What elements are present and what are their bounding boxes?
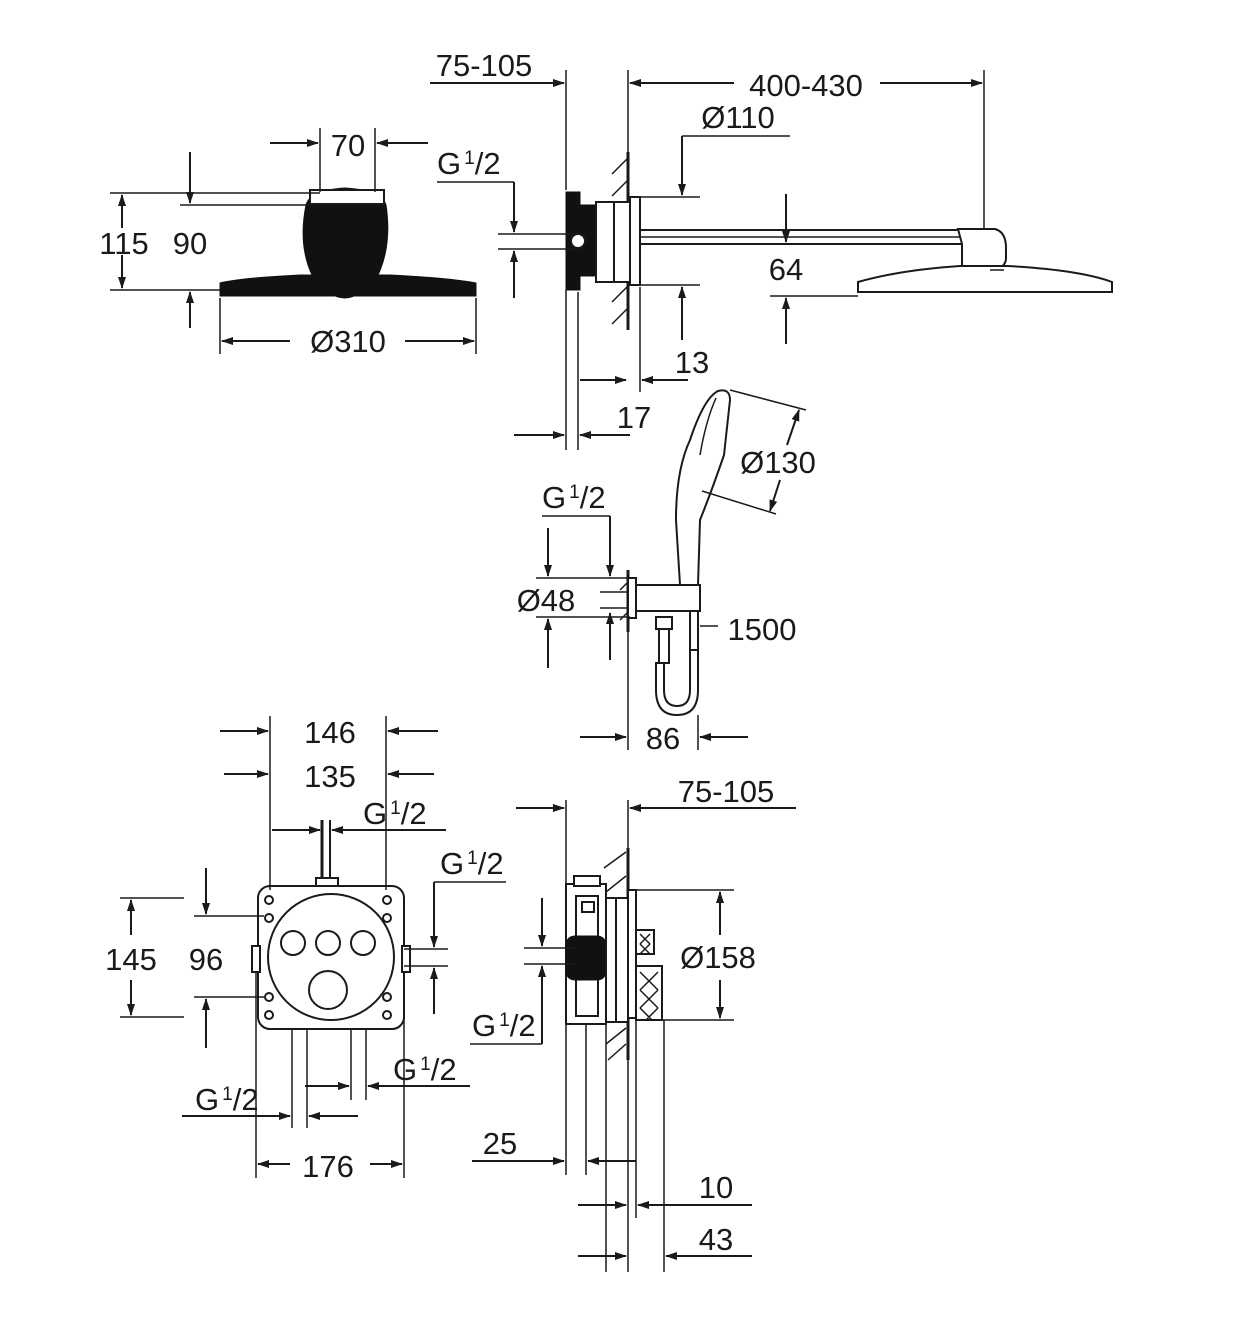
hand-shower-holder: [635, 584, 701, 612]
dim-button-spacing: 96: [189, 942, 223, 977]
arm-elbow: [956, 228, 1007, 271]
dial-side: [635, 965, 663, 1021]
dim-head-depth: 75-105: [436, 48, 533, 83]
dim-hand-shower-diameter: Ø130: [740, 445, 816, 480]
dim-flange-17: 17: [617, 400, 651, 435]
dim-box-inner-width: 135: [304, 759, 356, 794]
wall-outlet-elbow: [627, 577, 637, 619]
dim-arm-height: 64: [769, 252, 803, 287]
dim-hose-length: 1500: [728, 612, 797, 647]
hose-connector: [655, 616, 673, 630]
dim-knob-width: 70: [331, 128, 365, 163]
dim-head-height: 90: [173, 226, 207, 261]
cover-plate: [627, 889, 637, 1019]
button-2: [315, 930, 341, 956]
button-3: [350, 930, 376, 956]
dim-holder-depth: 86: [646, 721, 680, 756]
thermostat-dial: [308, 970, 348, 1010]
dim-elbow-diameter: Ø48: [517, 583, 576, 618]
knob-grip: [309, 189, 385, 205]
dim-box-outer-width: 146: [304, 715, 356, 750]
head-shower-plate: [219, 274, 477, 297]
dim-head-diameter: Ø310: [310, 324, 386, 359]
dim-arm-length: 400-430: [749, 68, 863, 103]
shower-hose: [655, 649, 699, 717]
dim-wall-43: 43: [699, 1222, 733, 1257]
dim-box-depth: 75-105: [678, 774, 775, 809]
button-1: [280, 930, 306, 956]
dim-wall-10: 10: [699, 1170, 733, 1205]
dim-flange-diameter: Ø110: [701, 100, 775, 135]
dim-rosette-diameter: Ø158: [680, 940, 756, 975]
head-shower-front-view: 70 115 90 Ø310: [99, 128, 477, 359]
head-shower-profile: [857, 265, 1113, 293]
dim-flange-13: 13: [675, 345, 709, 380]
mixer-rosette: [267, 893, 395, 1021]
hand-shower: [674, 389, 732, 586]
dim-box-total-width: 176: [302, 1149, 354, 1184]
dim-head-total-height: 115: [99, 226, 148, 261]
dim-wall-25: 25: [483, 1126, 517, 1161]
button-side: [635, 929, 655, 955]
dim-box-height: 145: [105, 942, 157, 977]
